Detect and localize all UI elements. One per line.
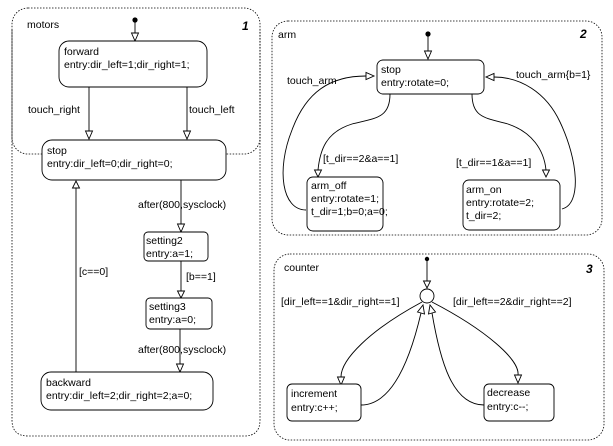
label-stop-arm-off: [t_dir==2&a==1] — [323, 153, 398, 165]
transition-junction-increment[interactable] — [340, 301, 423, 379]
state-arm-off-action-1: entry:rotate=1; — [311, 193, 379, 205]
state-arm-on-action-2: t_dir=2; — [466, 210, 501, 222]
label-touch-arm: touch_arm — [287, 75, 337, 87]
state-arm-stop-box[interactable] — [376, 59, 485, 95]
transition-stop-arm-off[interactable] — [317, 93, 391, 171]
state-setting3-name: setting3 — [149, 301, 186, 313]
arrowhead-touch-arm-b1 — [484, 72, 495, 82]
state-arm-off-name: arm_off — [311, 180, 346, 192]
state-setting2[interactable]: setting2 entry:a=1; — [143, 231, 209, 262]
arm-init-arrowhead — [423, 50, 433, 61]
motors-init-arrowhead — [130, 32, 140, 43]
state-arm-stop-action: entry:rotate=0; — [381, 77, 449, 89]
counter-chart-order: 3 — [586, 262, 593, 276]
motors-chart-name: motors — [27, 19, 59, 31]
state-backward[interactable]: backward entry:dir_left=2;dir_right=2;a=… — [40, 371, 214, 411]
state-motors-stop-box[interactable] — [41, 139, 227, 181]
state-forward[interactable]: forward entry:dir_left=1;dir_right=1; — [58, 40, 208, 88]
state-setting3-box[interactable] — [145, 297, 213, 330]
state-arm-on-box[interactable] — [462, 179, 561, 231]
arrowhead-touch-right — [84, 130, 94, 141]
counter-init-arrowhead — [422, 280, 432, 290]
label-touch-left: touch_left — [189, 104, 235, 116]
transition-increment-junction[interactable] — [360, 312, 422, 406]
arrowhead-setting3-backward — [175, 363, 185, 374]
label-setting2-setting3: [b==1] — [186, 271, 216, 283]
arrowhead-junction-increment — [336, 376, 346, 387]
arrowhead-setting2-setting3 — [176, 290, 186, 300]
state-arm-on-action-1: entry:rotate=2; — [466, 197, 534, 209]
state-backward-box[interactable] — [40, 371, 214, 411]
state-arm-off-box[interactable] — [306, 176, 384, 232]
arm-chart-order: 2 — [579, 27, 587, 41]
state-forward-action: entry:dir_left=1;dir_right=1; — [64, 59, 190, 71]
state-increment-name: increment — [291, 388, 337, 400]
label-touch-right: touch_right — [28, 104, 80, 116]
label-touch-arm-b1: touch_arm{b=1} — [516, 69, 591, 81]
state-setting2-box[interactable] — [143, 231, 209, 262]
state-backward-name: backward — [46, 377, 91, 389]
arrowhead-touch-left — [182, 130, 192, 141]
transition-junction-decrease[interactable] — [431, 301, 519, 376]
state-arm-on-name: arm_on — [466, 184, 502, 196]
chart-counter: counter 3 [dir_left==1&dir_right==1] [di… — [273, 253, 605, 441]
state-setting3[interactable]: setting3 entry:a=0; — [145, 297, 213, 330]
counter-junction[interactable] — [419, 288, 435, 304]
state-arm-off[interactable]: arm_off entry:rotate=1; t_dir=1;b=0;a=0; — [306, 176, 388, 232]
state-motors-stop-name: stop — [47, 145, 67, 157]
state-increment-box[interactable] — [286, 383, 362, 422]
transition-touch-arm[interactable] — [282, 75, 367, 211]
counter-superstate-border — [273, 253, 605, 441]
arrowhead-decrease-junction — [427, 303, 437, 315]
state-setting2-action: entry:a=1; — [146, 248, 193, 260]
arrowhead-touch-arm — [365, 71, 376, 81]
motors-chart-order: 1 — [242, 19, 249, 33]
arrowhead-stop-arm-off — [313, 169, 323, 179]
motors-superstate-border-lower — [11, 30, 261, 437]
state-arm-stop-name: stop — [381, 64, 401, 76]
arrowhead-stop-arm-on — [541, 169, 551, 179]
arrowhead-stop-setting2 — [176, 223, 186, 234]
state-forward-box[interactable] — [58, 40, 208, 88]
chart-motors: motors 1 forward entry:dir_left=1;dir_ri… — [11, 7, 261, 437]
state-forward-name: forward — [64, 46, 99, 58]
label-stop-arm-on: [t_dir==1&a==1] — [456, 157, 531, 169]
state-increment-action: entry:c++; — [291, 402, 338, 414]
arm-superstate-border — [271, 20, 603, 236]
state-setting2-name: setting2 — [146, 235, 183, 247]
label-stop-setting2: after(800,sysclock) — [138, 199, 226, 211]
state-increment[interactable]: increment entry:c++; — [286, 383, 362, 422]
arm-chart-name: arm — [278, 29, 296, 41]
counter-chart-name: counter — [284, 262, 320, 274]
state-decrease-action: entry:c--; — [487, 401, 528, 413]
transition-decrease-junction[interactable] — [431, 312, 485, 406]
chart-arm: arm 2 stop entry:rotate=0; touch_arm tou… — [271, 20, 603, 236]
state-motors-stop-action: entry:dir_left=0;dir_right=0; — [47, 158, 173, 170]
arrowhead-backward-stop — [71, 179, 81, 189]
state-motors-stop[interactable]: stop entry:dir_left=0;dir_right=0; — [41, 139, 227, 181]
label-backward-stop: [c==0] — [79, 266, 108, 278]
transition-touch-arm-b1[interactable] — [493, 76, 576, 210]
label-junction-increment: [dir_left==1&dir_right==1] — [281, 296, 400, 308]
label-junction-decrease: [dir_left==2&dir_right==2] — [453, 296, 572, 308]
state-decrease-box[interactable] — [483, 383, 555, 422]
state-decrease[interactable]: decrease entry:c--; — [483, 383, 555, 422]
state-arm-stop[interactable]: stop entry:rotate=0; — [376, 59, 485, 95]
state-backward-action: entry:dir_left=2;dir_right=2;a=0; — [46, 390, 192, 402]
transition-stop-arm-on[interactable] — [471, 93, 547, 171]
state-setting3-action: entry:a=0; — [149, 314, 196, 326]
state-decrease-name: decrease — [487, 387, 530, 399]
label-setting3-backward: after(800,sysclock) — [138, 344, 226, 356]
arrowhead-junction-decrease — [513, 374, 523, 385]
arrowhead-increment-junction — [416, 303, 426, 315]
state-arm-off-action-2: t_dir=1;b=0;a=0; — [311, 206, 388, 218]
state-arm-on[interactable]: arm_on entry:rotate=2; t_dir=2; — [462, 179, 561, 231]
